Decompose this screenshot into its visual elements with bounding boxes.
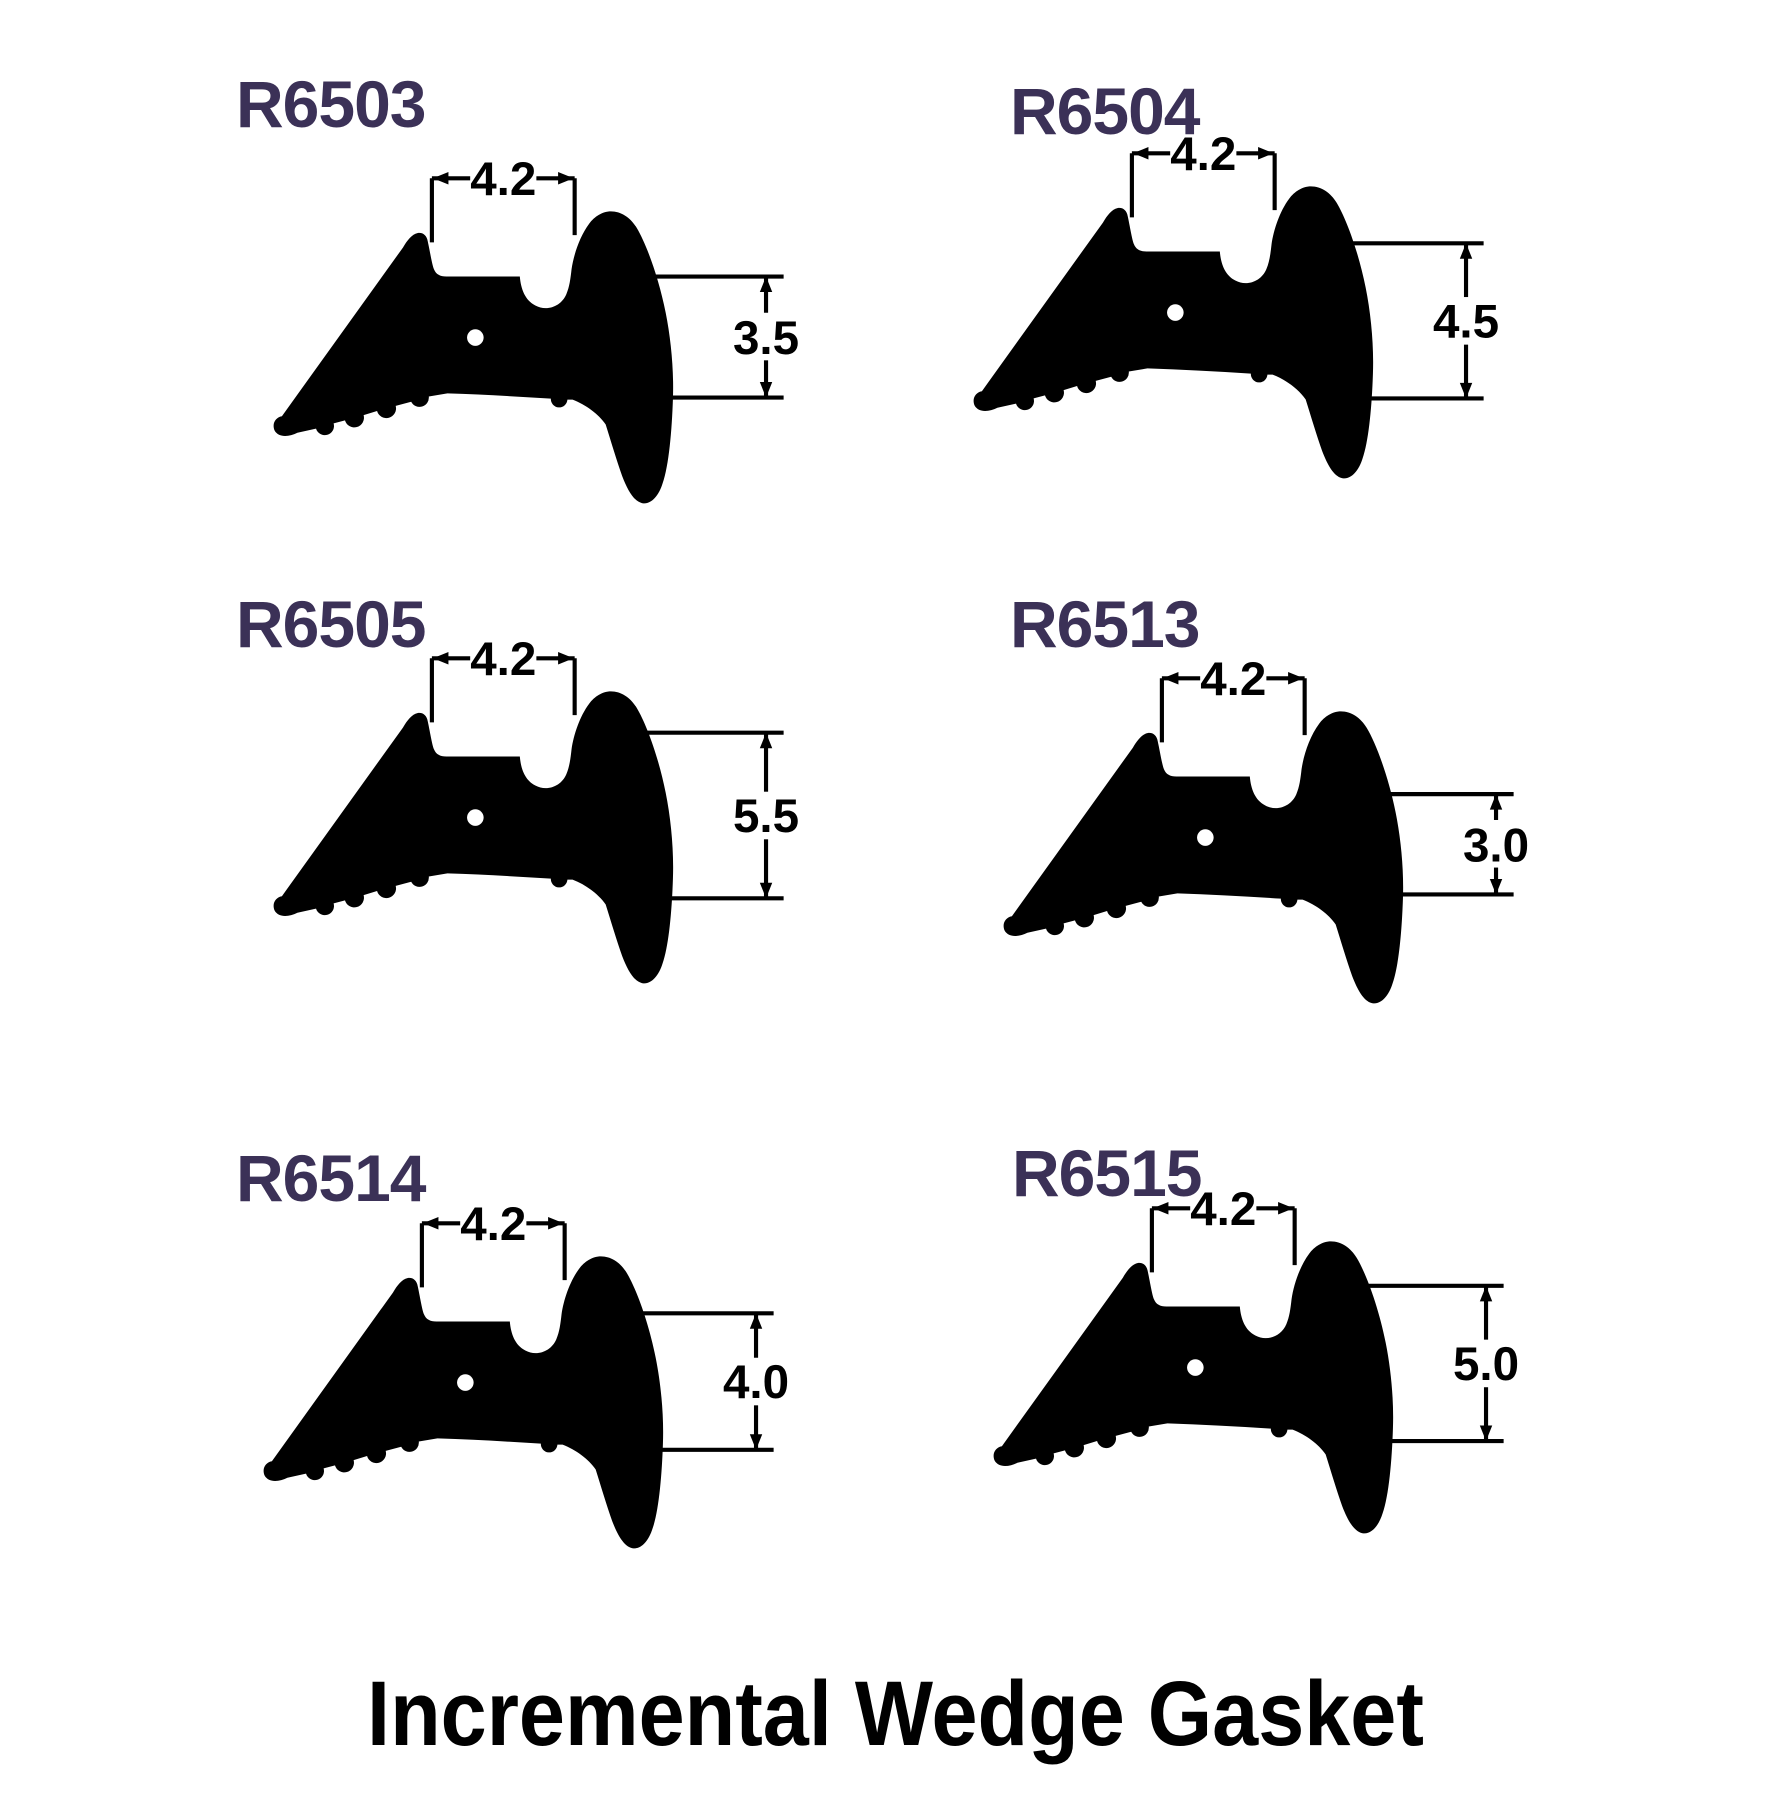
gasket-profile-drawing: 4.2 4.5 [925,128,1499,533]
gasket-code-label: R6513 [1010,587,1200,661]
height-dimension-value: 4.5 [1433,295,1499,348]
arrow-down-icon [1459,382,1473,399]
width-dimension-value: 4.2 [1170,128,1236,181]
arrow-down-icon [1479,1425,1493,1442]
arrow-up-icon [759,732,773,749]
height-dimension-value: 3.5 [733,312,799,365]
width-dimension-value: 4.2 [1200,653,1266,706]
arrow-down-icon [1489,878,1503,895]
height-dimension-value: 5.0 [1453,1338,1519,1391]
gasket-code-label: R6515 [1012,1136,1202,1210]
arrow-down-icon [749,1434,763,1450]
height-dimension-value: 5.5 [733,790,799,843]
gasket-profile-drawing: 4.2 3.0 [955,653,1529,1058]
gasket-profile-drawing: 4.2 3.5 [225,153,799,558]
arrow-up-icon [759,276,773,293]
gasket-code-label: R6504 [1010,74,1200,148]
width-dimension-value: 4.2 [470,153,536,206]
width-dimension-value: 4.2 [470,633,536,686]
gasket-code-label: R6514 [236,1141,426,1215]
gasket-code-label: R6503 [236,67,426,141]
arrow-down-icon [759,382,773,398]
arrow-up-icon [1479,1285,1493,1302]
width-dimension-value: 4.2 [1190,1183,1256,1236]
gasket-profile-drawing: 4.2 5.5 [225,633,799,1038]
height-dimension-value: 4.0 [723,1356,789,1409]
arrow-up-icon [749,1313,763,1329]
height-dimension-value: 3.0 [1463,819,1529,872]
sheet-title: Incremental Wedge Gasket [367,1663,1424,1765]
arrow-up-icon [1459,243,1473,259]
arrow-up-icon [1489,794,1503,810]
gasket-profile-drawing: 4.2 5.0 [945,1183,1519,1588]
width-dimension-value: 4.2 [460,1198,526,1251]
gasket-code-label: R6505 [236,587,426,661]
gasket-profile-drawing: 4.2 4.0 [215,1198,789,1603]
arrow-down-icon [759,882,773,899]
